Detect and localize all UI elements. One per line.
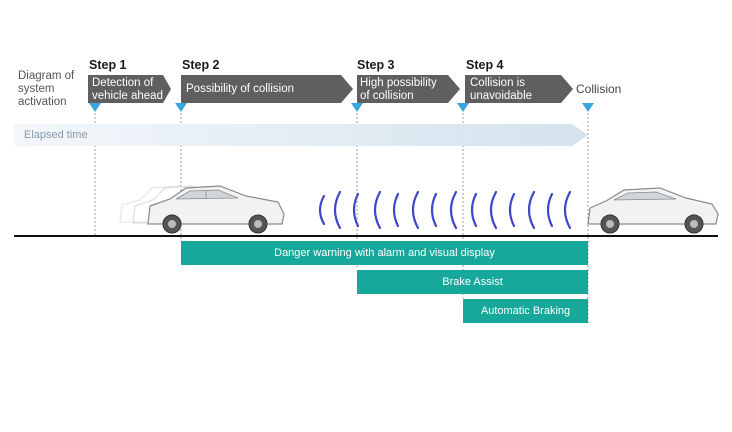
step-2-title: Step 2 [182,58,220,72]
step-2-arrow [181,75,353,103]
step-4-arrow [465,75,573,103]
step-3-description-line-1: High possibility [360,77,437,89]
step-1-title: Step 1 [89,58,127,72]
step-4-description-line-2: unavoidable [470,90,533,102]
step-1-description-line-2: vehicle ahead [92,90,163,102]
danger-warning-band: Danger warning with alarm and visual dis… [181,241,588,265]
marker-step-3 [351,103,363,112]
step-3-title: Step 3 [357,58,395,72]
marker-step-2 [175,103,187,112]
elapsed-time-label: Elapsed time [24,129,88,141]
car-ahead [587,187,719,234]
step-4-description-line-1: Collision is [470,77,525,89]
marker-collision [582,103,594,112]
diagram-side-label: Diagram of system activation [18,70,75,108]
marker-step-1 [89,103,101,112]
step-4-description: Collision is unavoidable [470,77,532,103]
automatic-braking-band: Automatic Braking [463,299,588,323]
step-2-description: Possibility of collision [186,83,295,95]
step-3-description-line-2: of collision [360,90,414,102]
radar-waves [318,190,572,230]
step-3-arrow [357,75,460,103]
brake-assist-band: Brake Assist [357,270,588,294]
step-3-description: High possibility of collision [360,77,437,103]
step-1-description-line-1: Detection of [92,77,154,89]
step-1-description: Detection of vehicle ahead [92,77,163,103]
collision-label: Collision [576,82,622,96]
approaching-car [147,185,285,234]
marker-step-4 [457,103,469,112]
elapsed-time-arrow [14,124,588,146]
step-1-arrow [88,75,171,103]
step-4-title: Step 4 [466,58,504,72]
